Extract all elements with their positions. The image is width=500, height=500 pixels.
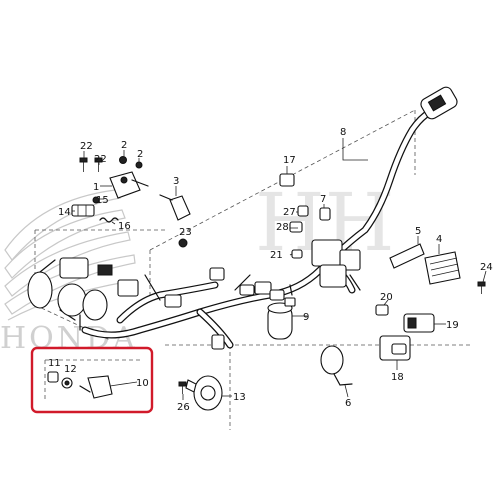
- part-plate: [389, 243, 425, 269]
- part-clip-20: [375, 304, 389, 316]
- part-label: 11: [48, 358, 61, 369]
- part-capacitor: [267, 297, 296, 340]
- part-label: 4: [436, 234, 442, 245]
- part-label: 16: [118, 221, 131, 232]
- part-connector-19: [403, 313, 435, 333]
- part-label: 15: [96, 195, 109, 206]
- part-label: 22: [94, 154, 107, 165]
- part-label: 26: [177, 402, 190, 413]
- highlight-box-10: [30, 346, 154, 414]
- part-label: 12: [64, 364, 77, 375]
- part-label: 28: [276, 222, 289, 233]
- part-label: 13: [233, 392, 246, 403]
- part-clips-14-15: [71, 196, 100, 217]
- honda-brand-watermark: HONDA: [0, 321, 138, 356]
- part-labels: 22 22 2 2 1 15 14 16 3 23 17 8 27 28 7 2…: [48, 127, 493, 413]
- left-cluster: [27, 257, 139, 331]
- part-regulator: [424, 251, 461, 285]
- part-label: 6: [345, 398, 351, 409]
- part-label: 27: [283, 207, 296, 218]
- part-label: 21: [270, 250, 283, 261]
- part-label: 22: [80, 141, 93, 152]
- part-bolt-23: [178, 238, 188, 248]
- center-connectors: [164, 267, 285, 350]
- part-bracket: [109, 171, 149, 199]
- part-module-18: [379, 335, 411, 361]
- part-bolt-24: [477, 281, 486, 294]
- part-label: 2: [121, 140, 127, 151]
- part-label: 17: [283, 155, 296, 166]
- part-relay: [279, 173, 295, 187]
- part-label: 1: [93, 182, 99, 193]
- part-horn: [185, 375, 223, 411]
- part-label: 7: [320, 194, 326, 205]
- part-label: 3: [173, 176, 179, 187]
- part-label: 9: [303, 312, 309, 323]
- bolts-top: [79, 156, 143, 172]
- part-label: 20: [380, 292, 393, 303]
- part-label: 5: [415, 226, 421, 237]
- small-parts-center: [289, 205, 331, 259]
- part-label: 23: [179, 227, 192, 238]
- part-label: 8: [340, 127, 346, 138]
- part-label: 24: [480, 262, 493, 273]
- part-label: 10: [136, 378, 149, 389]
- part-label: 19: [446, 320, 459, 331]
- harness-junction: [311, 239, 361, 291]
- part-spring: [99, 217, 119, 223]
- part-label: 14: [58, 207, 71, 218]
- harness-end-connector: [420, 86, 458, 120]
- highlight-frame: [30, 346, 154, 414]
- part-sensor-6: [320, 345, 353, 386]
- part-bolt-26: [178, 381, 187, 394]
- part-label: 18: [391, 372, 404, 383]
- part-angled-connector: [159, 194, 191, 221]
- part-label: 2: [137, 149, 143, 160]
- leader-lines: [72, 138, 487, 400]
